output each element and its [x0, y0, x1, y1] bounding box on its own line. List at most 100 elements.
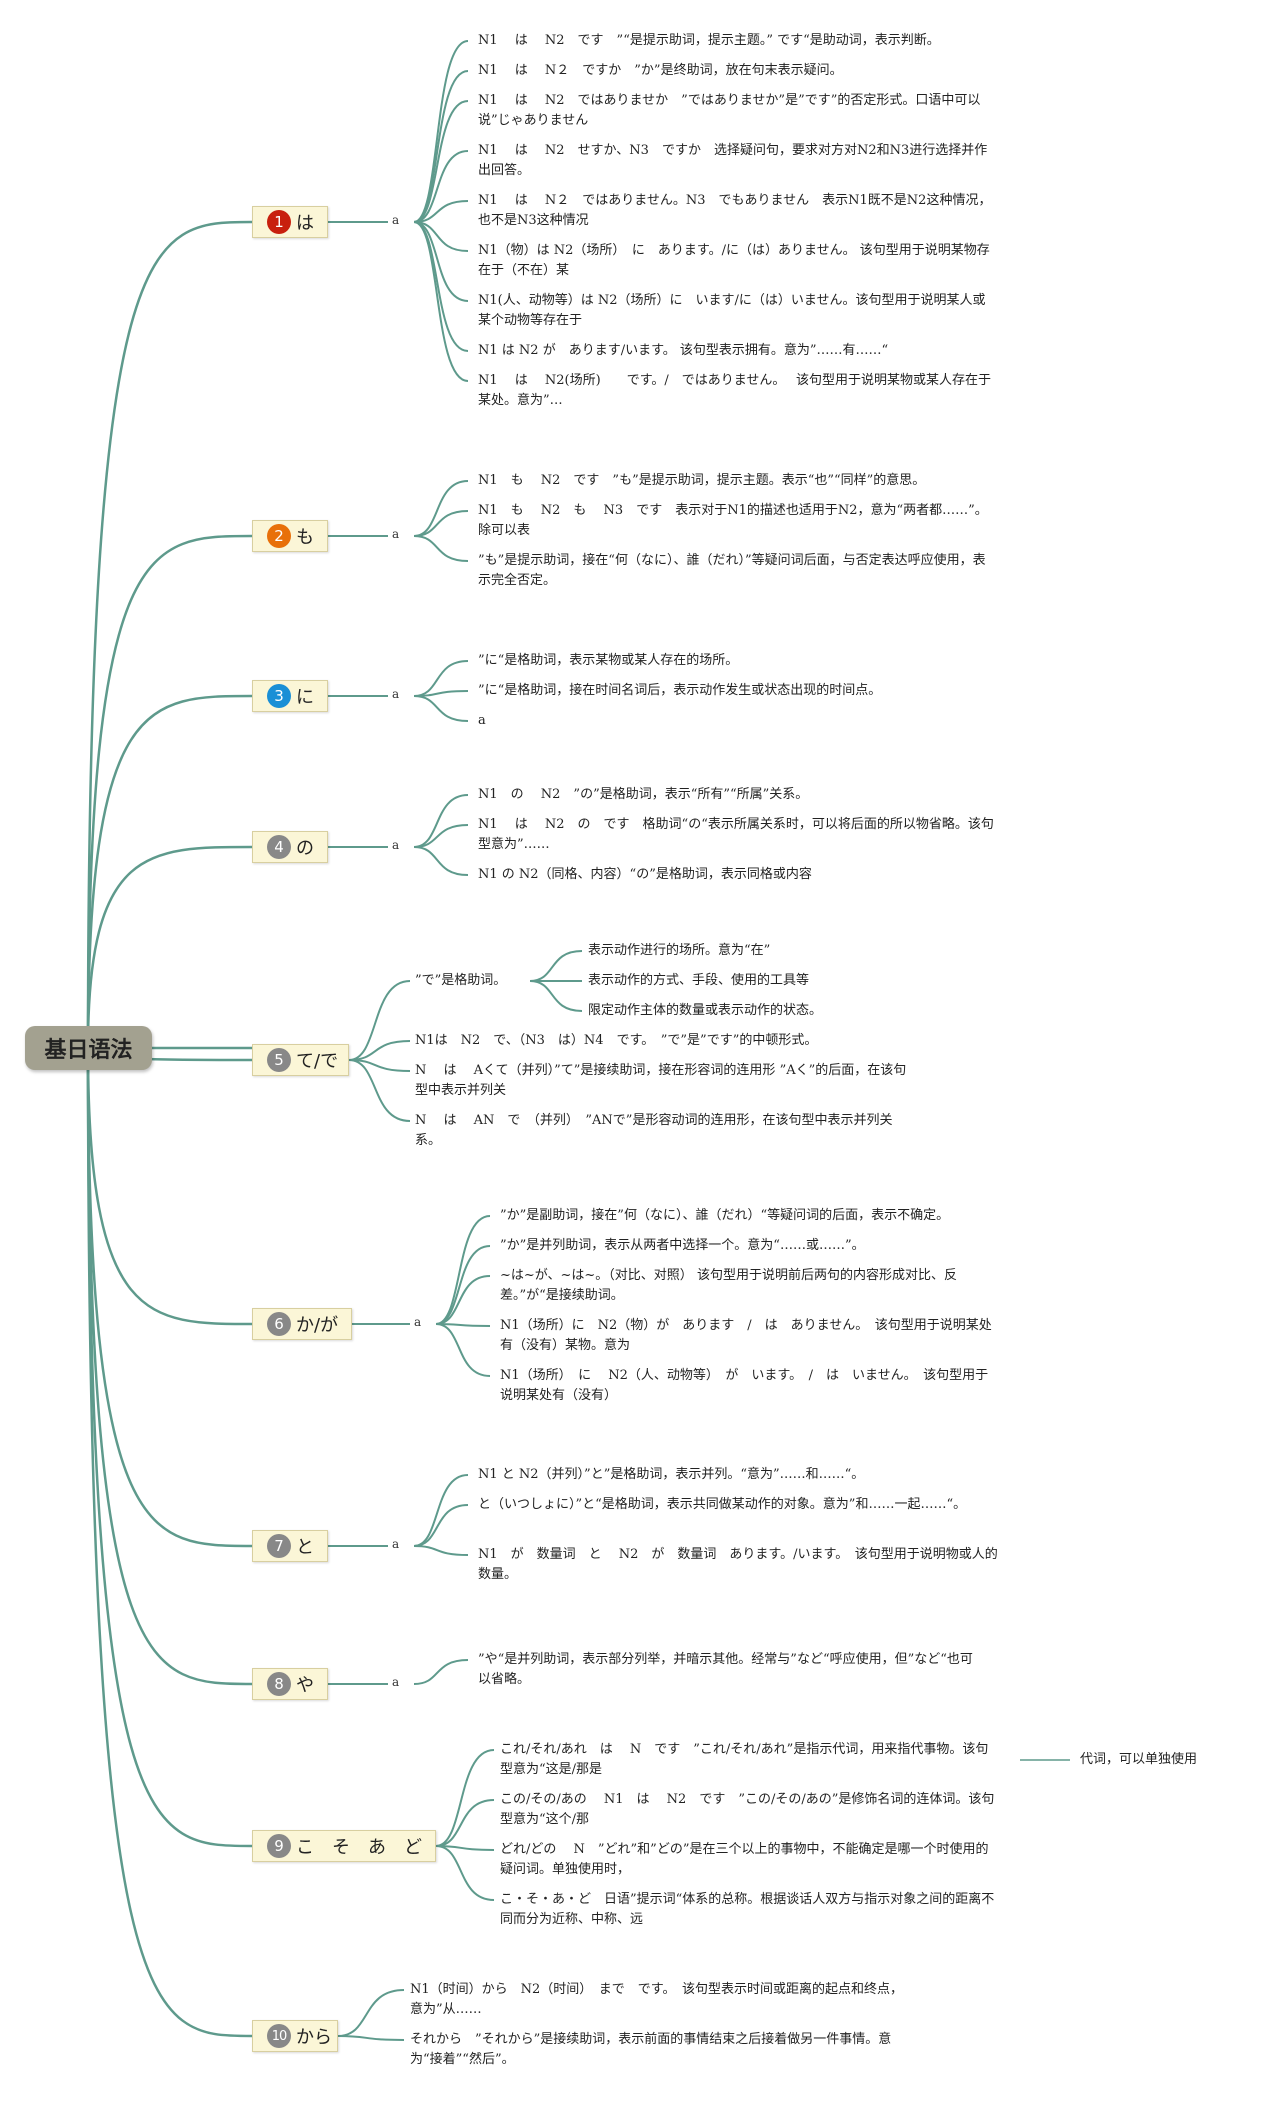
connector-line [413, 480, 469, 537]
root-connector-line [86, 1047, 253, 1548]
number-badge: 1 [267, 210, 291, 234]
connector-line [413, 824, 469, 848]
branch-label: に [296, 687, 314, 708]
leaf-4-2: N1 は N2 の です 格助词“の“表示所属关系时，可以将后面的所以物省略。该… [478, 817, 994, 852]
leaf-5-sub-3: 限定动作主体的数量或表示动作的状态。 [588, 1003, 823, 1018]
branch-1-a-label: a [392, 213, 400, 227]
leaf-3-2: ”に“是格助词，接在时间名词后，表示动作发生或状态出现的时间点。 [478, 683, 882, 698]
number-badge: 7 [267, 1534, 291, 1558]
connector-line [413, 690, 469, 697]
number-badge: 5 [267, 1048, 291, 1072]
root-connector-line [86, 1047, 253, 1848]
branch-10-node[interactable]: 10 から [252, 2020, 338, 2052]
branch-label: と [296, 1537, 314, 1558]
connector-line [413, 535, 469, 562]
leaf-5-sub-2: 表示动作的方式、手段、使用的工具等 [588, 973, 810, 988]
leaf-4-1: N1 の N2 ”の”是格助词，表示“所有”“所属”关系。 [478, 787, 809, 802]
branch-9-node[interactable]: 9 こ そ あ ど [252, 1830, 436, 1862]
connector-line [413, 221, 469, 382]
leaf-6-2: ”か”是并列助词，表示从两者中选择一个。意为“……或……”。 [500, 1238, 865, 1253]
root-connector-line [86, 1047, 253, 2038]
branch-8-a-label: a [392, 1675, 400, 1689]
branch-label: や [296, 1675, 314, 1696]
number-badge: 2 [267, 524, 291, 548]
leaf-7-3: N1 が 数量词 と N2 が 数量词 あります。/います。 该句型用于说明物或… [478, 1547, 998, 1582]
connector-line [413, 846, 469, 876]
leaf-1-9: N1 は N2(场所) です。/ ではありません。 该句型用于说明某物或某人存在… [478, 373, 992, 408]
connector-line [413, 221, 469, 302]
connector-line [413, 200, 469, 223]
leaf-2-2: N1 も N2 も N3 です 表示对于N1的描述也适用于N2，意为“两者都……… [478, 503, 988, 538]
leaf-7-1: N1 と N2（并列）”と”是格助词，表示并列。“意为”……和……“。 [478, 1467, 865, 1482]
branch-2-node[interactable]: 2 も [252, 520, 328, 552]
root-node[interactable]: 基日语法 [25, 1026, 152, 1070]
connector-line [435, 1215, 491, 1325]
branch-4-node[interactable]: 4 の [252, 831, 328, 863]
branch-label: の [296, 838, 314, 859]
leaf-4-3: N1 の N2（同格、内容）“の”是格助词，表示同格或内容 [478, 867, 812, 882]
leaf-5-2: N は Aくて（并列）”て”是接续助词，接在形容词的连用形 ”Aく”的后面，在该… [415, 1063, 907, 1098]
leaf-9-4: こ・そ・あ・ど 日语”提示词“体系的总称。根据谈话人双方与指示对象之间的距离不同… [500, 1892, 995, 1927]
root-connector-line [86, 1047, 253, 1326]
root-connector-line [86, 694, 253, 1049]
leaf-3-1: ”に“是格助词，表示某物或某人存在的场所。 [478, 653, 739, 668]
connector-line [413, 100, 469, 223]
connector-line [413, 510, 469, 537]
leaf-9-1: これ/それ/あれ は N です ”これ/それ/あれ”是指示代词，用来指代事物。该… [500, 1742, 989, 1777]
connector-line [435, 1323, 491, 1327]
leaf-1-4: N1 は N2 せすか、N3 ですか 选择疑问句，要求对方对N2和N3进行选择并… [478, 143, 988, 178]
branch-4-a-label: a [392, 838, 400, 852]
branch-6-a-label: a [414, 1315, 422, 1329]
leaf-6-3: ~は~が、~は~。（对比、对照） 该句型用于说明前后两句的内容形成对比、反差。”… [500, 1268, 957, 1303]
branch-2-a-label: a [392, 527, 400, 541]
connector-line [413, 221, 469, 252]
branch-1-node[interactable]: 1 は [252, 206, 328, 238]
number-badge: 4 [267, 835, 291, 859]
number-badge: 3 [267, 684, 291, 708]
leaf-9-3: どれ/どの N ”どれ”和”どの”是在三个以上的事物中，不能确定是哪一个时使用的… [500, 1842, 989, 1877]
number-badge: 6 [267, 1312, 291, 1336]
branch-8-node[interactable]: 8 や [252, 1668, 328, 1700]
branch-7-a-label: a [392, 1537, 400, 1551]
connector-line [529, 980, 583, 1012]
connector-line [413, 1545, 469, 1556]
leaf-2-1: N1 も N2 です ”も”是提示助词，提示主题。表示“也”“同样”的意思。 [478, 473, 926, 488]
root-connector-line [86, 845, 253, 1049]
branch-3-node[interactable]: 3 に [252, 680, 328, 712]
branch-label: こ そ あ ど [296, 1837, 422, 1858]
number-badge: 9 [267, 1834, 291, 1858]
leaf-3-3: a [478, 713, 486, 728]
leaf-10-1: N1（时间）から N2（时间） まで です。 该句型表示时间或距离的起点和终点，… [410, 1982, 903, 2017]
leaf-5-sub-1: 表示动作进行的场所。意为“在” [588, 943, 771, 958]
connector-line [413, 695, 469, 722]
connector-line [435, 1245, 491, 1325]
leaf-1-8: N1 は N2 が あります/います。 该句型表示拥有。意为”……有……“ [478, 343, 889, 358]
leaf-8-1: ”や“是并列助词，表示部分列举，并暗示其他。经常与”など“呼应使用，但”など“也… [478, 1652, 973, 1687]
leaf-6-1: ”か”是副助词，接在”何（なに）、誰（だれ）“等疑问词的后面，表示不确定。 [500, 1208, 950, 1223]
leaf-9-2: この/その/あの N1 は N2 です ”この/その/あの”是修饰名词的连体词。… [500, 1792, 995, 1827]
leaf-5-3: N は AN で （并列） ”ANで”是形容动词的连用形，在该句型中表示并列关系… [415, 1113, 893, 1148]
branch-6-node[interactable]: 6 か/が [252, 1308, 352, 1340]
leaf-1-6: N1（物）は N2（场所） に あります。/に（は）ありません。 该句型用于说明… [478, 243, 990, 278]
branch-7-node[interactable]: 7 と [252, 1530, 328, 1562]
branch-label: は [296, 213, 314, 234]
connector-line [413, 1504, 469, 1547]
root-connector-line [86, 220, 253, 1049]
connector-line [435, 1275, 491, 1325]
branch-5-node[interactable]: 5 て/で [252, 1044, 349, 1076]
leaf-5-1: N1は N2 で、（N3 は）N4 です。 ”で”是”です”的中顿形式。 [415, 1033, 818, 1048]
branch-label: から [296, 2027, 332, 2048]
number-badge: 10 [267, 2024, 291, 2048]
leaf-1-1: N1 は N2 です ”“是提示助词，提示主题。” です“是助动词，表示判断。 [478, 33, 940, 48]
root-connector-line [86, 534, 253, 1049]
leaf-1-7: N1(人、动物等）は N2（场所）に います/に（は）いません。该句型用于说明某… [478, 293, 986, 328]
leaf-1-3: N1 は N2 ではありませか ”ではありませか”是”です”的否定形式。口语中可… [478, 93, 981, 128]
connector-line [348, 1059, 411, 1072]
connector-line [435, 1845, 495, 1901]
connector-line [348, 1059, 411, 1122]
connector-line [413, 1474, 469, 1547]
leaf-9-extra: 代词，可以单独使用 [1080, 1752, 1198, 1767]
root-connector-line [86, 1047, 253, 1686]
connector-line [435, 1845, 495, 1851]
